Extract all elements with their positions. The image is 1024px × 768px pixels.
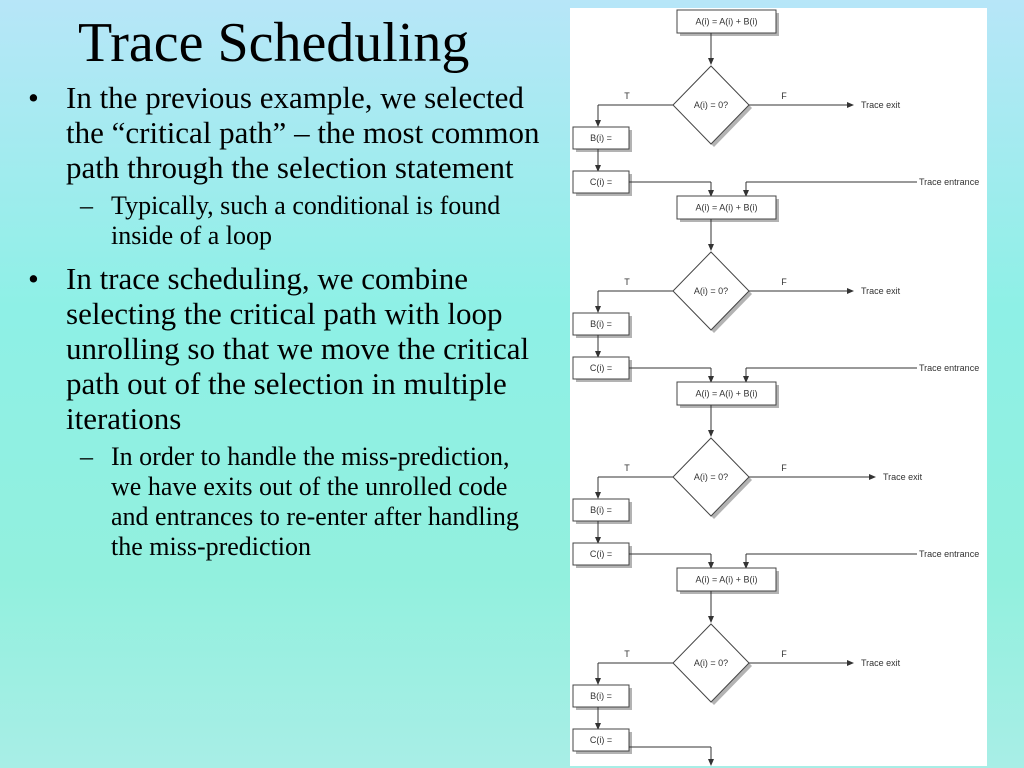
false-label: F <box>781 649 787 659</box>
assign-box <box>676 9 777 34</box>
true-label: T <box>624 277 630 287</box>
trace-entrance-label: Trace entrance <box>919 363 979 373</box>
b-box <box>572 498 630 522</box>
decision-diamond <box>672 251 750 331</box>
true-label: T <box>624 463 630 473</box>
trace-exit-label: Trace exit <box>861 286 901 296</box>
b-box-label: B(i) = <box>590 133 612 143</box>
bullet-item: • In trace scheduling, we combine select… <box>28 261 543 436</box>
c-box-label: C(i) = <box>590 549 612 559</box>
bullet-text: In the previous example, we selected the… <box>66 80 540 185</box>
c-box-label: C(i) = <box>590 735 612 745</box>
sub-bullet-item: – In order to handle the miss-prediction… <box>28 442 543 562</box>
b-box <box>572 684 630 708</box>
c-box <box>572 728 630 752</box>
assign-box-label: A(i) = A(i) + B(i) <box>695 203 757 213</box>
decision-diamond <box>672 437 750 517</box>
bullet-marker: • <box>28 261 39 296</box>
sub-bullet-text: In order to handle the miss-prediction, … <box>111 442 519 561</box>
b-box <box>572 312 630 336</box>
assign-box-label: A(i) = A(i) + B(i) <box>695 575 757 585</box>
sub-bullet-marker: – <box>80 442 93 471</box>
bullet-text: In trace scheduling, we combine selectin… <box>66 261 530 436</box>
true-label: T <box>624 91 630 101</box>
bullet-marker: • <box>28 80 39 115</box>
trace-entrance-label: Trace entrance <box>919 549 979 559</box>
true-label: T <box>624 649 630 659</box>
bullet-item: • In the previous example, we selected t… <box>28 80 543 185</box>
trace-exit-label: Trace exit <box>883 472 923 482</box>
assign-box <box>676 567 777 592</box>
decision-diamond-label: A(i) = 0? <box>694 100 728 110</box>
bullet-list: • In the previous example, we selected t… <box>28 80 543 572</box>
decision-diamond-label: A(i) = 0? <box>694 472 728 482</box>
b-box-label: B(i) = <box>590 319 612 329</box>
assign-box-label: A(i) = A(i) + B(i) <box>695 389 757 399</box>
sub-bullet-marker: – <box>80 191 93 220</box>
decision-diamond-label: A(i) = 0? <box>694 286 728 296</box>
false-label: F <box>781 91 787 101</box>
b-box <box>572 126 630 150</box>
false-label: F <box>781 277 787 287</box>
decision-diamond <box>672 623 750 703</box>
decision-diamond <box>672 65 750 145</box>
b-box-label: B(i) = <box>590 691 612 701</box>
trace-entrance-label: Trace entrance <box>919 177 979 187</box>
sub-bullet-text: Typically, such a conditional is found i… <box>111 191 501 250</box>
c-box-label: C(i) = <box>590 363 612 373</box>
trace-exit-label: Trace exit <box>861 658 901 668</box>
trace-exit-label: Trace exit <box>861 100 901 110</box>
false-label: F <box>781 463 787 473</box>
assign-box <box>676 195 777 220</box>
assign-box <box>676 381 777 406</box>
c-box-label: C(i) = <box>590 177 612 187</box>
sub-bullet-item: – Typically, such a conditional is found… <box>28 191 543 251</box>
b-box-label: B(i) = <box>590 505 612 515</box>
assign-box-label: A(i) = A(i) + B(i) <box>695 17 757 27</box>
decision-diamond-label: A(i) = 0? <box>694 658 728 668</box>
slide-title: Trace Scheduling <box>78 12 470 74</box>
